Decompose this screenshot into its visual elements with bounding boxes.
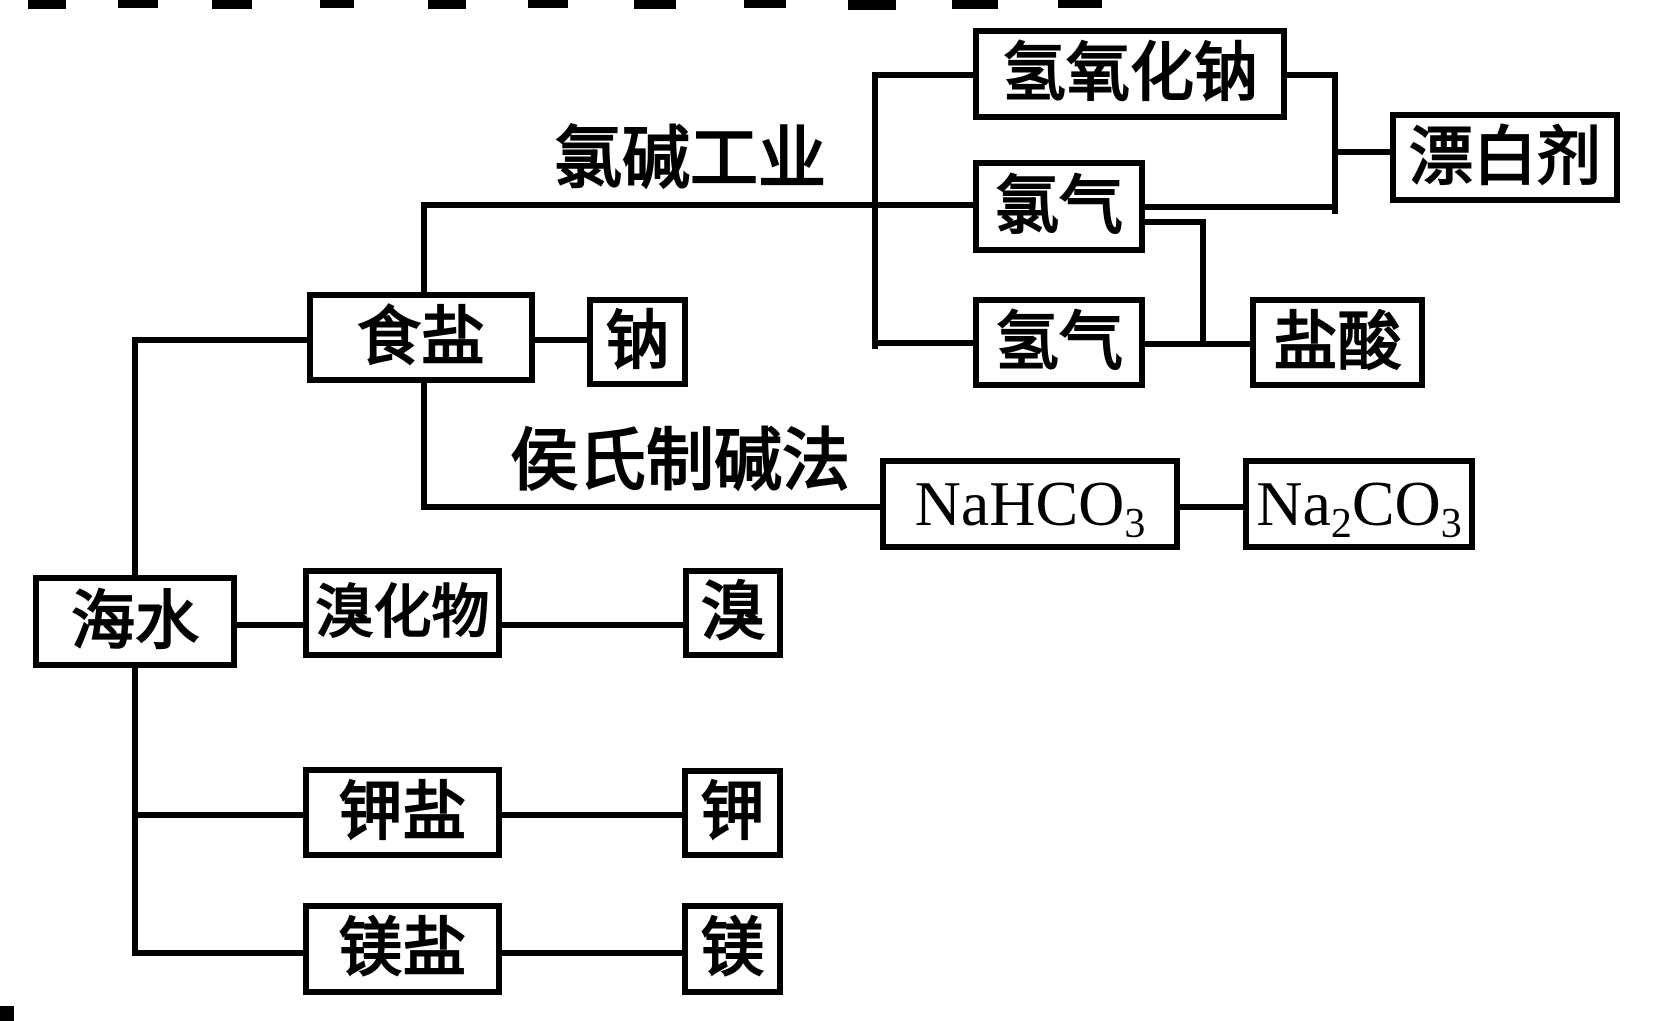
line-to-bleach bbox=[1332, 149, 1394, 155]
node-potassium: 钾 bbox=[682, 768, 783, 858]
node-bromine-label: 溴 bbox=[701, 577, 765, 648]
line-salt-up-chloralkali bbox=[421, 202, 427, 295]
node-magnesium-label: 镁 bbox=[700, 913, 765, 984]
node-salt-label: 食盐 bbox=[357, 301, 485, 373]
line-trunk-to-potassiumsalt bbox=[132, 812, 307, 818]
line-hcl-vertical bbox=[1200, 219, 1206, 347]
node-nahco3-formula: NaHCO3 bbox=[914, 468, 1146, 547]
node-bromide-label: 溴化物 bbox=[315, 580, 490, 645]
node-sodium: 钠 bbox=[587, 297, 688, 387]
crop-fragment bbox=[320, 0, 354, 8]
line-nahco3-to-na2co3 bbox=[1177, 504, 1247, 510]
node-magnesium-salt-label: 镁盐 bbox=[338, 913, 467, 984]
node-magnesium: 镁 bbox=[682, 903, 783, 995]
crop-fragment bbox=[528, 0, 568, 8]
crop-fragment bbox=[634, 0, 676, 9]
node-potassium-label: 钾 bbox=[700, 777, 765, 848]
node-bromide: 溴化物 bbox=[303, 568, 502, 658]
node-bleach-label: 漂白剂 bbox=[1409, 121, 1601, 193]
node-potassium-salt: 钾盐 bbox=[303, 767, 502, 858]
line-seawater-to-bromide bbox=[234, 622, 307, 628]
node-seawater: 海水 bbox=[33, 575, 237, 668]
line-salt-to-sodium bbox=[529, 337, 593, 343]
crop-fragment bbox=[0, 1006, 14, 1021]
node-hydrogen-label: 氢气 bbox=[995, 306, 1123, 378]
node-bleach: 漂白剂 bbox=[1390, 112, 1620, 203]
line-potassiumsalt-to-potassium bbox=[499, 812, 686, 818]
crop-fragment bbox=[952, 0, 998, 9]
node-sodium-label: 钠 bbox=[605, 306, 670, 377]
node-bromine: 溴 bbox=[683, 568, 783, 658]
node-hcl: 盐酸 bbox=[1250, 297, 1425, 388]
node-hydrogen: 氢气 bbox=[973, 297, 1145, 388]
line-magnesiumsalt-to-magnesium bbox=[499, 950, 686, 956]
line-chlorine-right bbox=[1142, 204, 1338, 210]
node-magnesium-salt: 镁盐 bbox=[303, 903, 502, 995]
node-seawater-label: 海水 bbox=[71, 585, 199, 657]
line-hou-horizontal bbox=[421, 504, 884, 510]
line-chlorine-stub bbox=[1142, 219, 1206, 225]
line-naoh-right bbox=[1284, 72, 1338, 78]
line-bleach-vertical bbox=[1332, 72, 1338, 214]
node-na2co3: Na2CO3 bbox=[1243, 458, 1475, 550]
crop-fragment bbox=[118, 0, 158, 8]
node-naoh: 氢氧化钠 bbox=[973, 28, 1287, 120]
node-naoh-label: 氢氧化钠 bbox=[1002, 38, 1258, 109]
crop-fragment bbox=[212, 0, 252, 9]
node-nahco3: NaHCO3 bbox=[880, 458, 1180, 550]
crop-fragment bbox=[28, 0, 66, 9]
node-potassium-salt-label: 钾盐 bbox=[338, 776, 467, 848]
node-hcl-label: 盐酸 bbox=[1273, 306, 1402, 378]
line-bromide-to-bromine bbox=[499, 622, 687, 628]
line-branch-to-hydrogen bbox=[872, 340, 976, 346]
label-chlor-alkali-process: 氯碱工业 bbox=[553, 121, 826, 197]
line-trunk-to-salt bbox=[132, 337, 312, 343]
line-chloralkali-branch-vertical bbox=[872, 72, 878, 349]
node-salt: 食盐 bbox=[307, 292, 535, 383]
node-na2co3-formula: Na2CO3 bbox=[1256, 468, 1462, 547]
crop-fragment bbox=[848, 0, 896, 10]
line-trunk-to-magnesiumsalt bbox=[132, 950, 307, 956]
node-chlorine: 氯气 bbox=[973, 160, 1145, 253]
line-hydrogen-to-hcl bbox=[1142, 341, 1254, 347]
line-branch-to-naoh bbox=[872, 72, 976, 78]
node-chlorine-label: 氯气 bbox=[995, 170, 1123, 242]
line-salt-down-hou bbox=[421, 380, 427, 510]
line-chloralkali-horizontal bbox=[421, 202, 976, 208]
crop-fragment bbox=[744, 0, 786, 8]
crop-fragment bbox=[428, 0, 466, 9]
label-hou-process: 侯氏制碱法 bbox=[509, 423, 850, 499]
crop-fragment bbox=[1058, 0, 1102, 8]
